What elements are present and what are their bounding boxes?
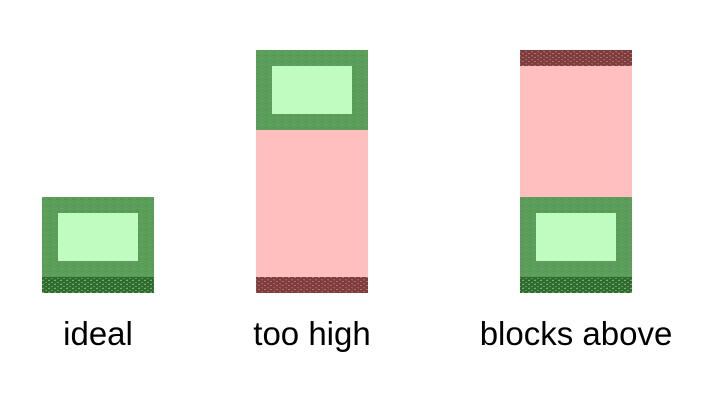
blocks-above-grass-strip — [520, 277, 632, 293]
too-high-label: too high — [253, 315, 371, 352]
too-high-dirt-strip — [256, 277, 368, 293]
ideal-grass-strip — [42, 277, 154, 293]
blocks-above-window — [536, 213, 616, 261]
ideal-diagram — [42, 197, 154, 293]
blocks-above-label: blocks above — [479, 315, 673, 352]
blocks-above-diagram — [520, 50, 632, 293]
blocks-above-dirt-strip — [520, 50, 632, 66]
too-high-diagram — [256, 50, 368, 293]
ideal-window — [58, 213, 138, 261]
too-high-pink-gap — [256, 130, 368, 277]
too-high-window — [272, 66, 352, 114]
blocks-above-pink-gap — [520, 66, 632, 197]
ideal-label: ideal — [63, 315, 133, 352]
